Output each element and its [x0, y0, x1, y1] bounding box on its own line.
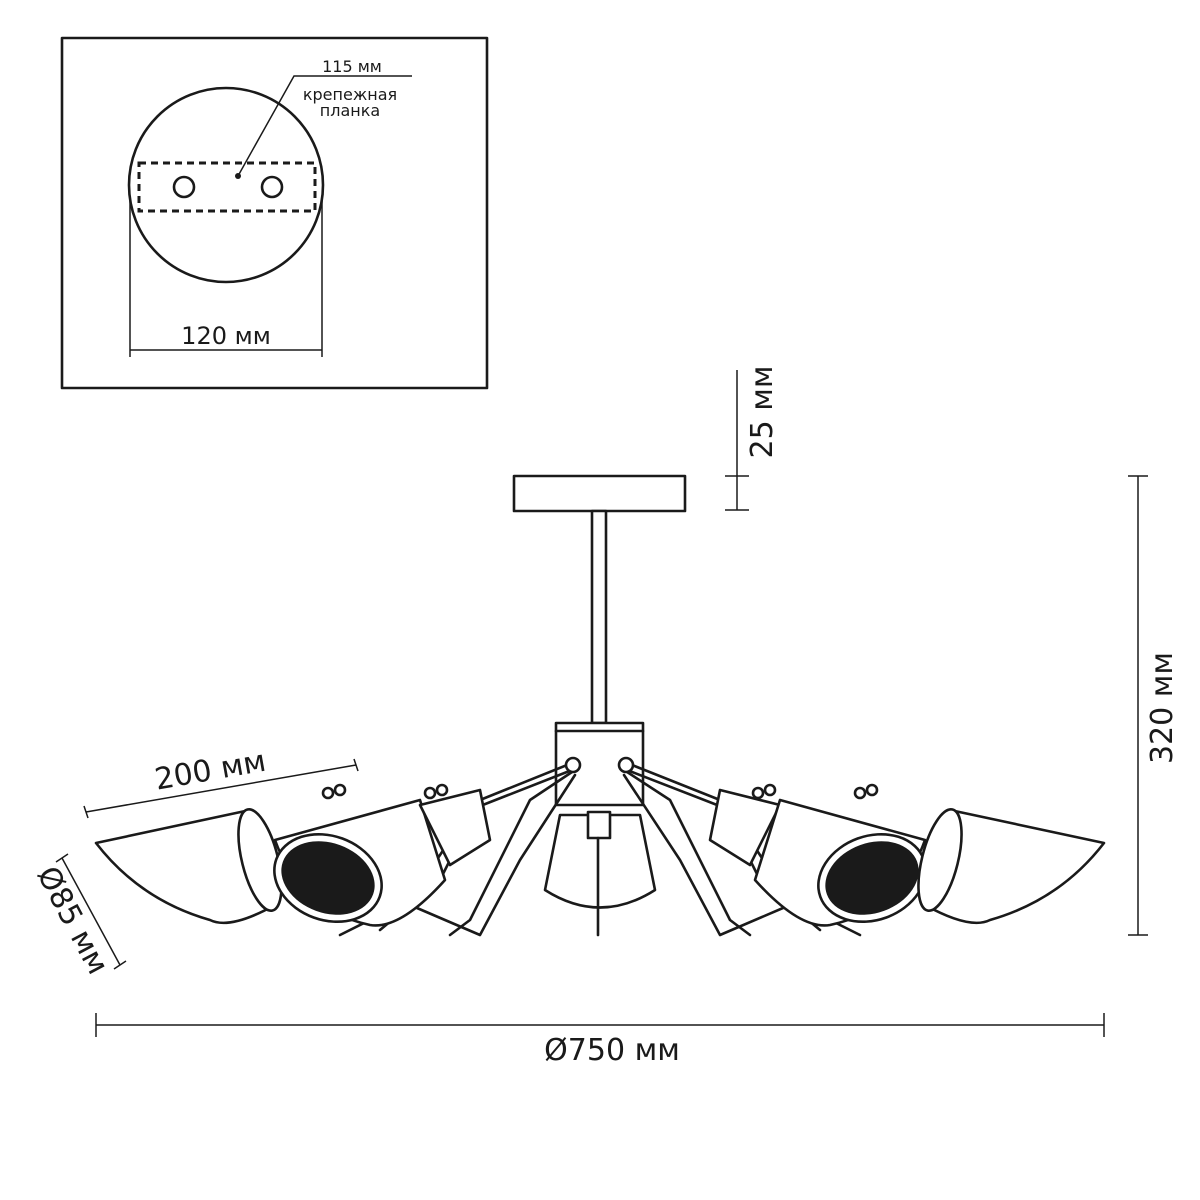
shade-far-right-knob-2 — [865, 783, 879, 797]
shade-right-3 — [708, 788, 782, 867]
shade-length-tick-left — [83, 805, 89, 819]
shade-diameter-tick-top — [55, 853, 69, 863]
mounting-plate — [137, 161, 317, 213]
shade-length-tick-right — [353, 758, 359, 772]
shade-length-dimension: 200 мм — [83, 744, 359, 819]
shade-far-left-knob-2 — [333, 783, 347, 797]
arm-right-4 — [619, 766, 752, 937]
shade-left-2 — [273, 783, 449, 927]
shade-left-2-opening — [281, 841, 375, 915]
shade-center-body — [543, 813, 657, 909]
arm-left-4 — [448, 766, 580, 937]
total-diameter-label: Ø750 мм — [544, 1033, 680, 1068]
plate-leader-line — [237, 75, 412, 177]
shade-length-dim-line — [85, 764, 357, 813]
shade-diameter-dimension: Ø85 мм — [30, 853, 127, 980]
shade-length-label: 200 мм — [152, 744, 268, 798]
shade-right-2-opening — [825, 841, 919, 915]
canopy — [512, 474, 687, 513]
shade-diameter-dim-line — [61, 857, 121, 966]
screw-hole-right — [260, 175, 284, 199]
arm-joint-left — [564, 756, 582, 774]
shade-left-2-knob-1 — [423, 786, 437, 800]
canopy-and-stem — [512, 474, 687, 807]
stem — [590, 509, 608, 725]
shade-far-right-knob-1 — [853, 786, 867, 800]
base-circle — [127, 86, 325, 284]
plate-width-label: 115 мм — [322, 57, 382, 76]
total-height-dimension: 320 мм — [1128, 475, 1180, 936]
plate-name-line2: планка — [320, 101, 380, 120]
shade-right-2-knob-1 — [751, 786, 765, 800]
shades — [94, 783, 1106, 937]
canopy-height-label: 25 мм — [745, 366, 780, 459]
shade-far-right-body — [923, 808, 1106, 925]
arm-joint-right — [617, 756, 635, 774]
shade-diameter-tick-bottom — [113, 960, 127, 970]
screw-hole-left — [172, 175, 196, 199]
shade-right-2 — [751, 783, 927, 927]
shade-left-3-body — [418, 788, 492, 867]
canopy-height-dimension: 25 мм — [725, 366, 780, 511]
shade-left-3 — [418, 788, 492, 867]
shade-far-right-rim — [917, 808, 963, 912]
arm-right-3 — [622, 773, 792, 937]
total-diameter-dimension: Ø750 мм — [95, 1013, 1105, 1068]
shade-right-2-knob-2 — [763, 783, 777, 797]
shade-center — [543, 810, 657, 937]
shade-center-socket — [586, 810, 612, 840]
plate-name-line1: крепежная — [303, 85, 397, 104]
shade-left-2-knob-2 — [435, 783, 449, 797]
inset-panel: 115 мм крепежная планка 120 мм — [60, 36, 489, 390]
shade-diameter-label: Ø85 мм — [30, 861, 116, 980]
total-height-label: 320 мм — [1145, 652, 1180, 764]
arm-left-3 — [408, 773, 577, 937]
shade-far-left-knob-1 — [321, 786, 335, 800]
inset-frame — [60, 36, 489, 390]
shade-far-left-body — [94, 808, 277, 925]
shade-right-3-body — [708, 788, 782, 867]
base-diameter-label: 120 мм — [181, 322, 271, 350]
shade-far-right — [853, 783, 1106, 925]
